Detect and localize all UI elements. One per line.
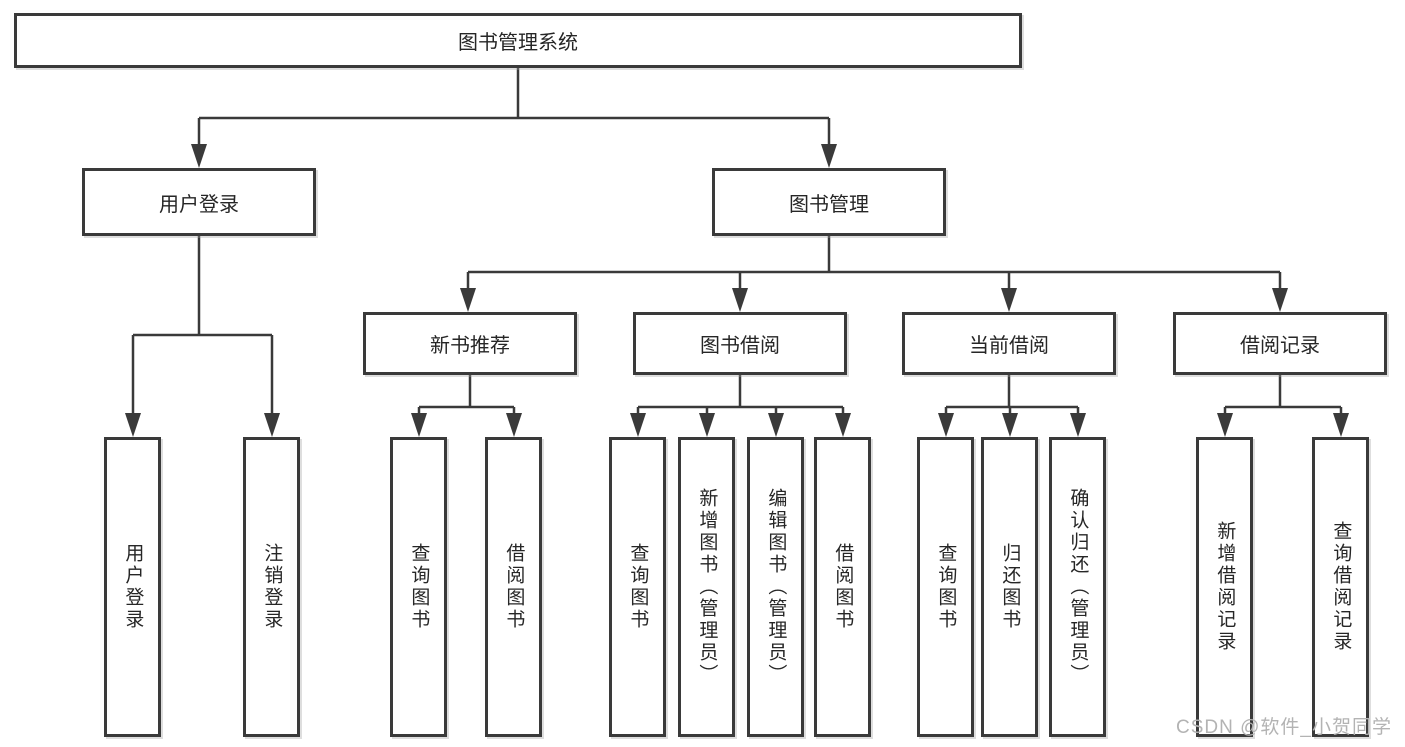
leaf-edit-book-admin: 编辑图书（管理员） <box>747 437 804 737</box>
leaf-logout: 注销登录 <box>243 437 300 737</box>
leaf-add-borrow-record: 新增借阅记录 <box>1196 437 1253 737</box>
leaf-query-book-borrow: 查询图书 <box>609 437 666 737</box>
connector-book-mgmt-children <box>466 236 1282 292</box>
leaf-confirm-return-admin: 确认归还（管理员） <box>1049 437 1106 737</box>
node-book-borrowing: 图书借阅 <box>633 312 847 375</box>
node-borrowing-records: 借阅记录 <box>1173 312 1387 375</box>
connector-book-borrow-children <box>636 375 845 417</box>
leaf-query-book-current: 查询图书 <box>917 437 974 737</box>
node-new-book-recommendation: 新书推荐 <box>363 312 577 375</box>
node-book-management: 图书管理 <box>712 168 946 236</box>
connector-borrow-records-children <box>1223 375 1343 417</box>
node-current-borrowing: 当前借阅 <box>902 312 1116 375</box>
leaf-add-book-admin: 新增图书（管理员） <box>678 437 735 737</box>
leaf-query-book-recommend: 查询图书 <box>390 437 447 737</box>
connector-current-borrow-children <box>944 375 1080 417</box>
connector-root-to-branches <box>197 68 831 148</box>
leaf-return-book: 归还图书 <box>981 437 1038 737</box>
leaf-borrow-book-recommend: 借阅图书 <box>485 437 542 737</box>
connector-new-book-children <box>417 375 516 417</box>
node-user-login: 用户登录 <box>82 168 316 236</box>
arrowhead-icons <box>125 144 1349 437</box>
watermark: CSDN @软件_小贺同学 <box>1176 717 1392 738</box>
leaf-user-login: 用户登录 <box>104 437 161 737</box>
leaf-borrow-book: 借阅图书 <box>814 437 871 737</box>
node-root-title: 图书管理系统 <box>14 13 1022 68</box>
connector-user-login-children <box>131 236 274 417</box>
leaf-query-borrow-record: 查询借阅记录 <box>1312 437 1369 737</box>
